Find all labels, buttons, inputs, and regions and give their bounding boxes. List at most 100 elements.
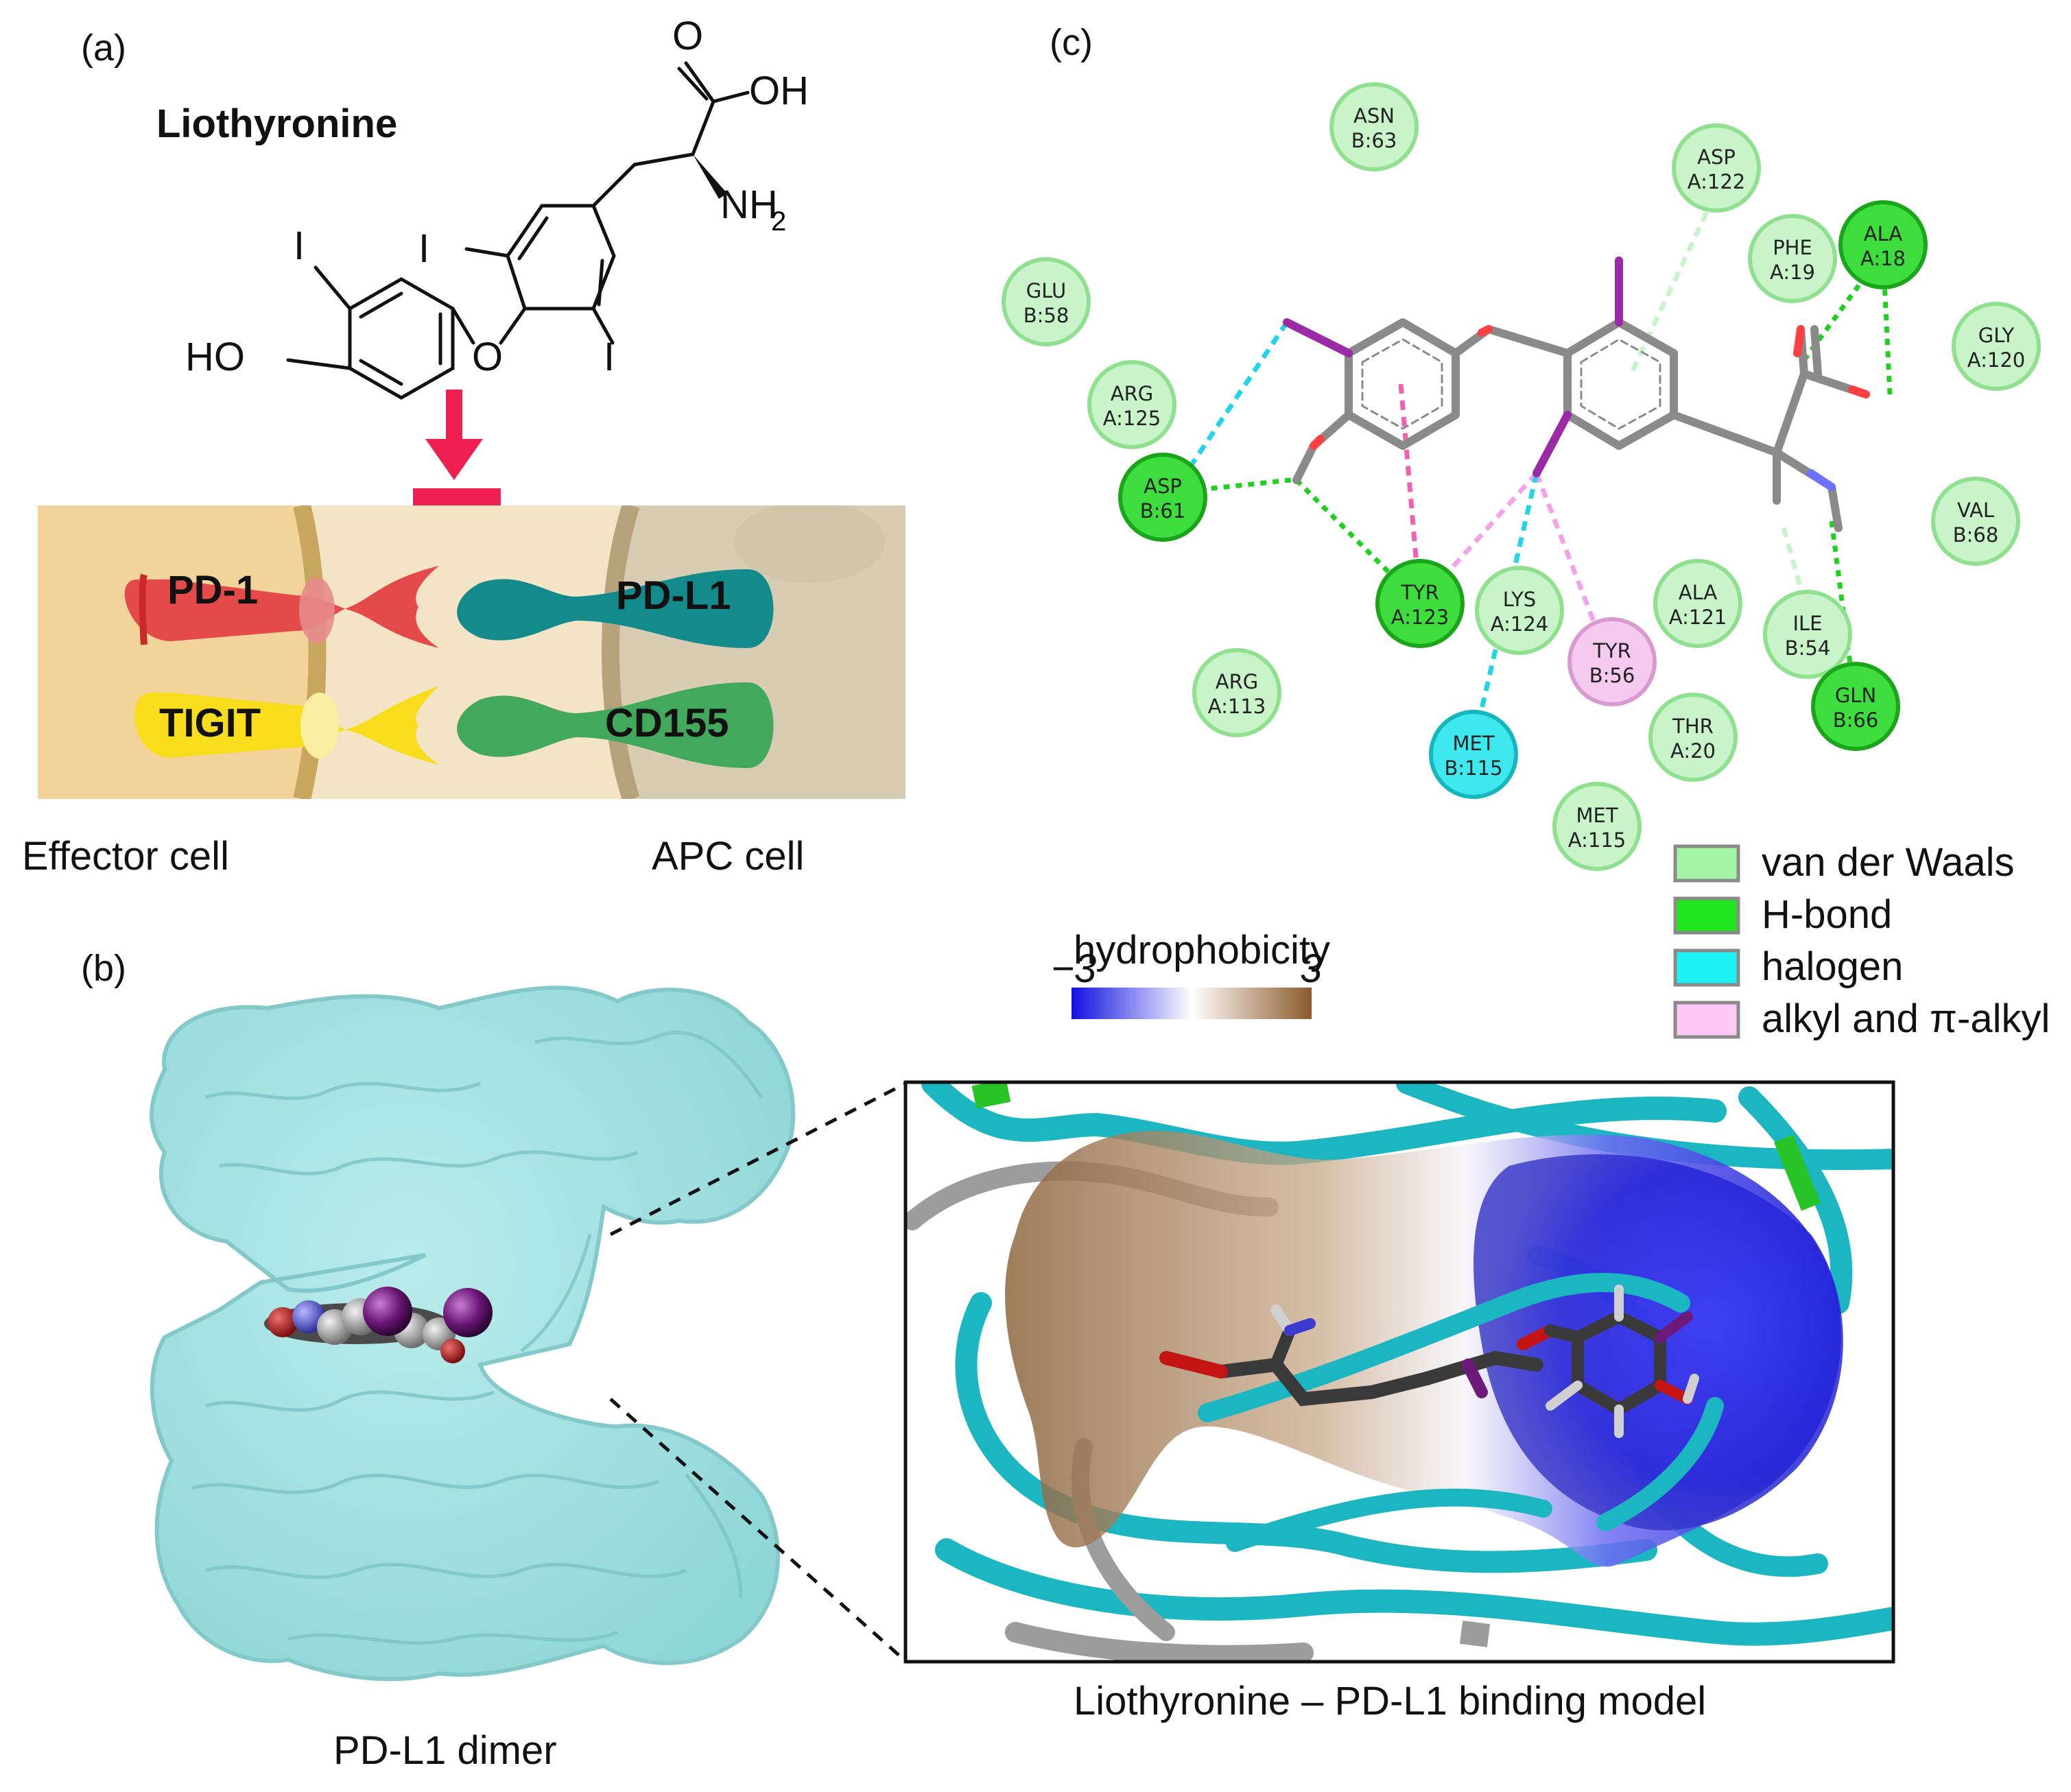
residue-disc: [1087, 360, 1176, 449]
binding-model-view: [903, 1080, 1895, 1664]
atom-i-ring-b-upper: I: [418, 226, 429, 271]
residue-position: B:56: [1589, 664, 1635, 687]
liothyronine-structure: [286, 61, 750, 400]
panel-c: (c): [1002, 22, 2050, 1041]
residue-disc: [1475, 566, 1564, 655]
residue-position: B:115: [1444, 756, 1502, 780]
panel-a: (a) Liothyronine: [22, 14, 906, 879]
ligand-spacefill: [264, 1287, 493, 1363]
residue-position: B:66: [1833, 708, 1879, 732]
residue-layer: ASNB:63ASPA:122PHEA:19ALAA:18GLUB:58GLYA…: [1002, 82, 2041, 871]
residue-position: A:122: [1688, 170, 1745, 193]
residue-name: TYR: [1400, 581, 1439, 604]
residue-position: B:63: [1351, 129, 1397, 152]
atom-i-ring-a: I: [294, 224, 305, 268]
residue-position: A:20: [1670, 739, 1716, 763]
panel-b-label: (b): [81, 948, 126, 989]
residue-name: PHE: [1773, 236, 1812, 259]
residue-name: ASP: [1697, 145, 1736, 169]
atom-nh-subscript: 2: [771, 206, 786, 237]
legend-label-vdw: van der Waals: [1762, 840, 2015, 885]
residue-position: A:125: [1103, 407, 1161, 430]
residue-disc: [1838, 200, 1928, 289]
residue-name: ASN: [1353, 104, 1395, 128]
residue-position: A:123: [1391, 606, 1449, 629]
residue-disc: [1329, 82, 1419, 171]
dimer-caption: PD-L1 dimer: [333, 1728, 557, 1773]
atom-i-ring-b-lower: I: [604, 335, 615, 379]
binding-model-frame: [903, 1080, 1895, 1664]
legend-label-halogen: halogen: [1762, 944, 1903, 989]
legend-swatch-vdw: [1673, 844, 1740, 883]
residue-disc: [1552, 782, 1642, 871]
residue-position: B:61: [1140, 499, 1186, 523]
residue-name: ASP: [1144, 475, 1182, 498]
residue-disc: [1648, 693, 1738, 782]
panel-c-label: (c): [1050, 22, 1093, 63]
residue-name: ARG: [1111, 382, 1153, 405]
residue-disc: [1811, 662, 1900, 751]
residue-position: B:54: [1785, 636, 1831, 660]
residue-name: MET: [1452, 732, 1494, 755]
residue-disc: [1763, 590, 1852, 679]
atom-nh: NH: [720, 182, 778, 227]
iodine-atom: [363, 1287, 412, 1336]
residue-position: A:121: [1669, 606, 1727, 629]
tigit-shape: [134, 686, 439, 765]
residue-disc: [1375, 559, 1465, 648]
iodine-atom: [443, 1288, 493, 1337]
residue-name: GLY: [1978, 324, 2015, 347]
residue-name: ILE: [1792, 612, 1822, 635]
residue-position: A:120: [1967, 348, 2025, 372]
ligand-sticks: [1159, 1285, 1699, 1438]
cell-interface: [38, 505, 906, 799]
residue-position: A:18: [1860, 247, 1906, 270]
apc-cell-label: APC cell: [652, 834, 804, 879]
residue-name: GLN: [1835, 684, 1876, 707]
residue-name: GLU: [1026, 279, 1066, 302]
pd1-label: PD-1: [167, 568, 258, 612]
residue-position: A:115: [1568, 828, 1626, 852]
residue-disc: [1118, 453, 1207, 542]
legend-swatch-halogen: [1673, 948, 1740, 987]
residue-name: VAL: [1957, 499, 1994, 522]
residue-disc: [1429, 710, 1518, 799]
effector-cell-label: Effector cell: [22, 834, 229, 879]
residue-disc: [1653, 559, 1742, 648]
atom-o-ether: O: [472, 335, 503, 379]
legend-label-alkyl: alkyl and π-alkyl: [1762, 996, 2050, 1041]
residue-name: TYR: [1592, 639, 1631, 662]
scale-max-label: 3: [1300, 946, 1322, 991]
residue-position: B:68: [1953, 523, 1999, 547]
panel-a-label: (a): [81, 27, 126, 69]
residue-disc: [1672, 123, 1761, 213]
tigit-label: TIGIT: [159, 701, 261, 745]
hydrophobicity-colorbar: [1072, 988, 1312, 1019]
ligand-2d-diagram: [1292, 318, 1870, 532]
residue-name: ALA: [1679, 581, 1718, 604]
scale-min-label: −3: [1051, 946, 1096, 991]
residue-disc: [1931, 477, 2020, 566]
legend-swatch-alkyl: [1673, 1001, 1740, 1039]
pdl1-dimer-surface: [150, 985, 796, 1682]
molecule-name: Liothyronine: [156, 101, 397, 146]
ring-b: [506, 204, 616, 311]
residue-position: A:113: [1208, 695, 1266, 718]
inhibition-arrow: [413, 390, 501, 510]
